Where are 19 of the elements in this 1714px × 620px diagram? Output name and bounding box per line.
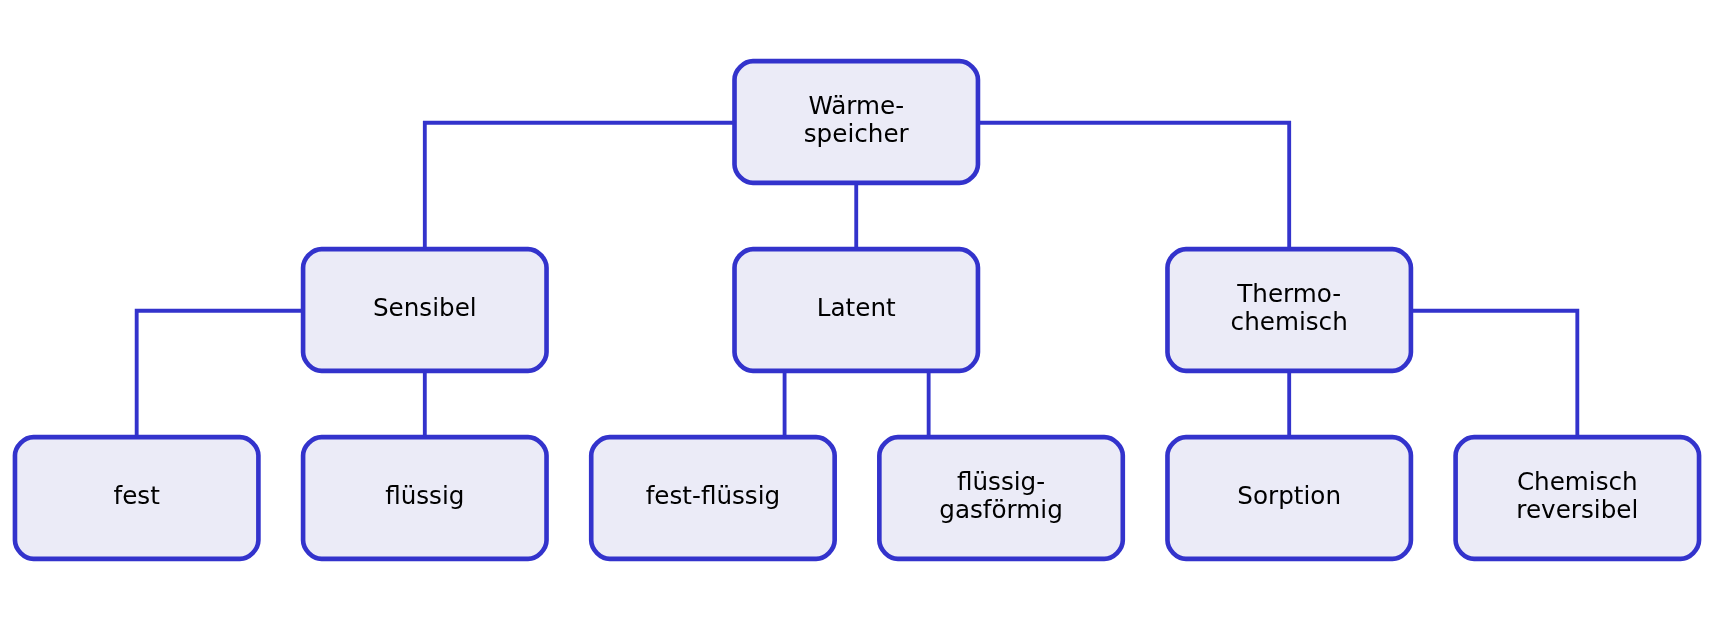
node-box: flüssig [300, 434, 549, 562]
connector [978, 120, 1292, 249]
connector [1410, 308, 1580, 437]
connector [1287, 371, 1292, 437]
node-box: Latent [732, 246, 981, 374]
connector [422, 120, 735, 249]
connector [422, 371, 427, 437]
node-box: Sensibel [300, 246, 549, 374]
connector [782, 371, 787, 437]
node-box: Sorption [1165, 434, 1414, 562]
node-box: Wärme- speicher [732, 58, 981, 186]
node-box: flüssig- gasförmig [877, 434, 1126, 562]
connector [134, 308, 304, 437]
node-box: Chemisch reversibel [1453, 434, 1702, 562]
connector [854, 183, 859, 249]
node-box: fest [12, 434, 261, 562]
node-box: Thermo- chemisch [1165, 246, 1414, 374]
node-box: fest-flüssig [588, 434, 837, 562]
connector [926, 371, 931, 437]
